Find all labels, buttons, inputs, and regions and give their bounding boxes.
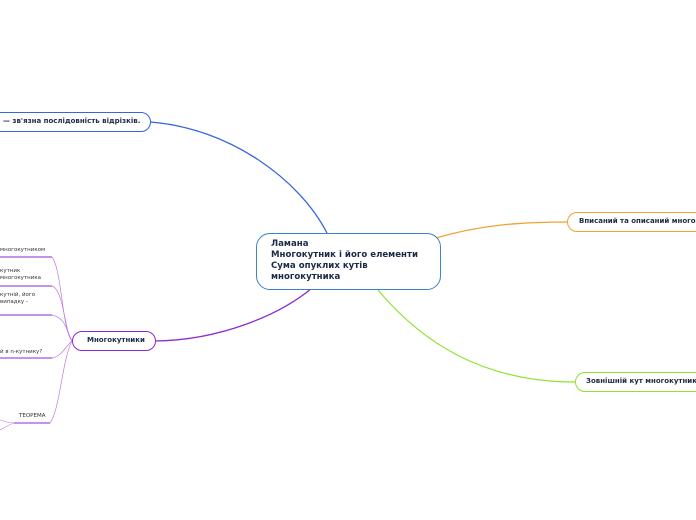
central-line-4: многокутника bbox=[271, 272, 341, 282]
connector-blue bbox=[149, 121, 328, 234]
topic-polyline-definition[interactable]: — зв'язна послідовність відрізків. bbox=[0, 112, 151, 132]
topic-polygons[interactable]: Многокутники bbox=[72, 331, 156, 351]
sub-connectors bbox=[49, 256, 73, 424]
topic-exterior-angle[interactable]: Зовнішній кут многокутника bbox=[575, 372, 696, 392]
topic-inscribed-label: Вписаний та описаний многокутник bbox=[579, 217, 696, 225]
connector-green bbox=[377, 289, 576, 383]
topic-polygons-label: Многокутники bbox=[87, 336, 145, 344]
connector-purple bbox=[155, 287, 313, 342]
central-line-3: Сума опуклих кутів bbox=[271, 261, 368, 271]
leaf-theorem[interactable]: ТЕОРЕМА bbox=[19, 413, 46, 419]
topic-polyline-label: — зв'язна послідовність відрізків. bbox=[3, 117, 141, 125]
central-line-2: Многокутник і його елементи bbox=[271, 250, 418, 260]
topic-inscribed-circumscribed[interactable]: Вписаний та описаний многокутник bbox=[567, 212, 696, 232]
leaf-polygon-1[interactable]: многокутником bbox=[0, 247, 46, 253]
central-topic[interactable]: Ламана Многокутник і його елементи Сума … bbox=[256, 233, 441, 290]
connector-orange bbox=[435, 221, 569, 239]
leaf-polygon-4[interactable]: й в n-кутнику? bbox=[0, 349, 43, 355]
leaf-polygon-3[interactable]: кутній, його випадку - bbox=[0, 292, 36, 306]
central-line-1: Ламана bbox=[271, 239, 309, 249]
topic-exterior-label: Зовнішній кут многокутника bbox=[586, 377, 696, 385]
leaf-underlines bbox=[0, 256, 52, 424]
leaf-polygon-2[interactable]: кутник многокутника bbox=[0, 268, 42, 282]
